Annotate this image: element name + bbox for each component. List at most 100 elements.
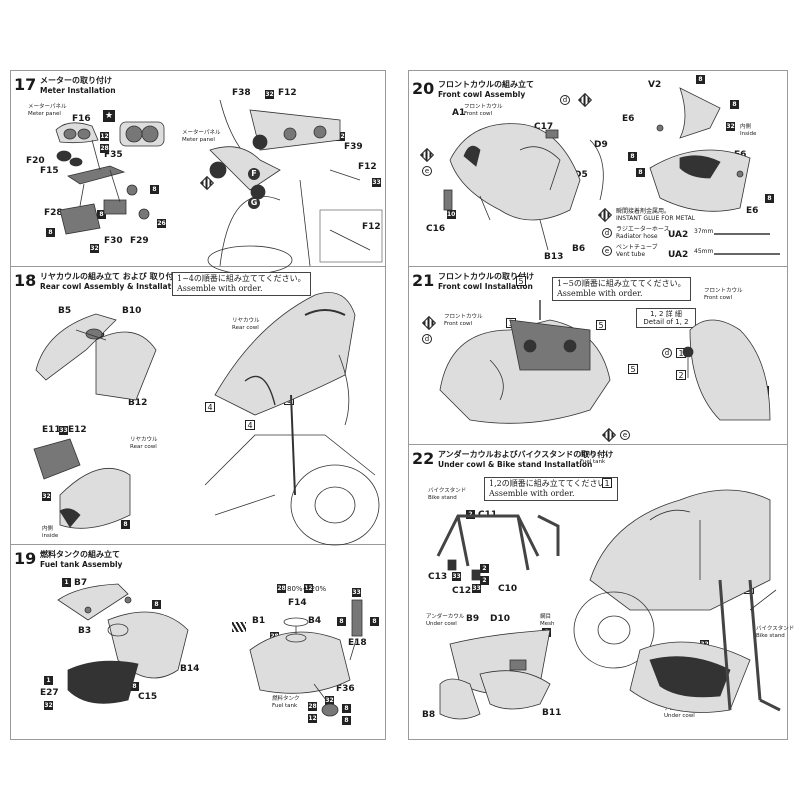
step-17-header: 17 メーターの取り付け Meter Installation: [14, 76, 116, 96]
paint-badge: 33: [372, 178, 381, 187]
left-page: 17 メーターの取り付け Meter Installation メーターパネル …: [10, 70, 386, 740]
order-number: 5: [516, 276, 526, 286]
paint-badge: 8: [370, 617, 379, 626]
detail-callout-box: 1, 2 詳 細 Detail of 1, 2: [636, 308, 696, 328]
part-label: F35: [104, 150, 123, 160]
meter-assembly-drawing: [55, 122, 150, 235]
inside-caption-jp: 内側: [42, 526, 54, 532]
part-label: D9: [594, 140, 608, 150]
step-title-jp: 燃料タンクの組み立て: [40, 550, 120, 559]
part-label: B4: [308, 616, 322, 626]
paint-badge: 8: [636, 168, 645, 177]
bike-stand-caption-en: Bike stand: [756, 633, 785, 639]
paint-badge: 1: [44, 676, 53, 685]
front-cowl-assembly-drawing: [443, 123, 604, 251]
hose-marker-e: e: [620, 430, 630, 440]
paint-badge: 8: [46, 228, 55, 237]
paint-badge: 12: [304, 584, 313, 593]
part-label: B5: [58, 306, 72, 316]
part-label: B1: [252, 616, 266, 626]
paint-badge: 32: [325, 696, 334, 705]
legend-glue-en: INSTANT GLUE FOR METAL: [616, 215, 696, 222]
assembly-order-note: 1~4の順番に組み立ててください。 Assemble with order.: [172, 272, 311, 296]
material-code: UA2: [668, 250, 689, 260]
paint-mix-ratio: 80%+ 20%: [287, 585, 327, 593]
bike-stand-caption-en: Bike stand: [428, 495, 457, 501]
part-label: F30: [104, 236, 123, 246]
part-label: E6: [622, 114, 635, 124]
hose-marker-e: e: [422, 166, 432, 176]
part-label: B9: [466, 614, 480, 624]
right-page: 20 フロントカウルの組み立て Front cowl Assembly A1 フ…: [400, 0, 800, 800]
rear-cowl-caption-en: Rear cowl: [232, 325, 259, 331]
part-label: B6: [572, 244, 586, 254]
part-label: F16: [72, 114, 91, 124]
left-page-frame: [10, 70, 386, 740]
callout-marker: F: [248, 168, 260, 180]
under-cowl-caption-jp: アンダーカウル: [426, 614, 465, 620]
mesh-caption-en: Mesh: [540, 621, 555, 627]
divider: [408, 266, 788, 267]
part-label: F12: [278, 88, 297, 98]
material-code: UA2: [668, 230, 689, 240]
paint-badge: 8: [730, 100, 739, 109]
part-label: F36: [336, 684, 355, 694]
paint-badge: 8: [765, 194, 774, 203]
inside-caption-jp: 内側: [740, 124, 752, 130]
note-en: Assemble with order.: [489, 489, 575, 498]
motorcycle-front-drawing: [207, 99, 383, 275]
paint-badge: 33: [452, 572, 461, 581]
paint-badge: 8: [97, 210, 106, 219]
divider: [10, 544, 386, 545]
part-label: E27: [40, 688, 59, 698]
paint-badge: 28: [277, 584, 286, 593]
front-cowl-caption-en: Front cowl: [444, 321, 473, 327]
paint-badge: 8: [152, 600, 161, 609]
paint-badge: 32: [336, 132, 345, 141]
meter-panel-caption-en: Meter panel: [28, 111, 61, 117]
part-label: B12: [128, 398, 148, 408]
paint-badge: 32: [90, 244, 99, 253]
bike-stand-caption-jp: バイクスタンド: [428, 488, 467, 494]
part-label: B11: [542, 708, 562, 718]
fuel-tank-drawing: [249, 599, 363, 717]
radiator-hose-length: 37mm: [694, 228, 714, 235]
part-label: B14: [180, 664, 200, 674]
bike-stand-parts-drawing: [436, 514, 560, 581]
vent-tube-length: 45mm: [694, 248, 714, 255]
step-number: 19: [14, 549, 37, 568]
mesh-caption-jp: 網目: [540, 614, 552, 620]
paint-badge: 33: [352, 588, 361, 597]
part-label: F14: [288, 598, 307, 608]
hose-marker-d: d: [602, 228, 612, 238]
step-number: 22: [412, 449, 435, 468]
step-title-jp: フロントカウルの取り付け: [438, 272, 534, 281]
legend-glue-jp: 瞬間接着剤金属用。: [616, 208, 671, 215]
part-label: F39: [344, 142, 363, 152]
under-cowl-caption-en: Under cowl: [664, 713, 695, 719]
part-label: F12: [358, 162, 377, 172]
front-cowl-caption-jp: フロントカウル: [464, 104, 503, 110]
paint-badge: 8: [150, 185, 159, 194]
front-cowl-caption-en: Front cowl: [704, 295, 733, 301]
paint-badge: 33: [59, 426, 68, 435]
order-number: 5: [628, 364, 638, 374]
note-en: Assemble with order.: [177, 284, 263, 293]
paint-badge: 32: [44, 701, 53, 710]
callout-marker: G: [248, 197, 260, 209]
rear-cowl-caption-en: Rear cowl: [130, 444, 157, 450]
hose-marker-d: d: [560, 95, 570, 105]
rear-cowl-decal-drawing: [33, 438, 131, 529]
front-cowl-caption-jp: フロントカウル: [704, 288, 743, 294]
paint-badge: 32: [265, 90, 274, 99]
front-cowl-caption-en: Front cowl: [464, 111, 493, 117]
paint-badge: 26: [157, 219, 166, 228]
front-cowl-caption-jp: フロントカウル: [444, 314, 483, 320]
part-label: B13: [544, 252, 564, 262]
step-18-header: 18 リヤカウルの組み立て および 取り付け Rear cowl Assembl…: [14, 272, 184, 292]
part-label: F15: [40, 166, 59, 176]
note-en: Assemble with order.: [557, 289, 643, 298]
motorcycle-rear-drawing: [204, 292, 380, 546]
paint-badge: 12: [100, 132, 109, 141]
part-label: D10: [490, 614, 510, 624]
